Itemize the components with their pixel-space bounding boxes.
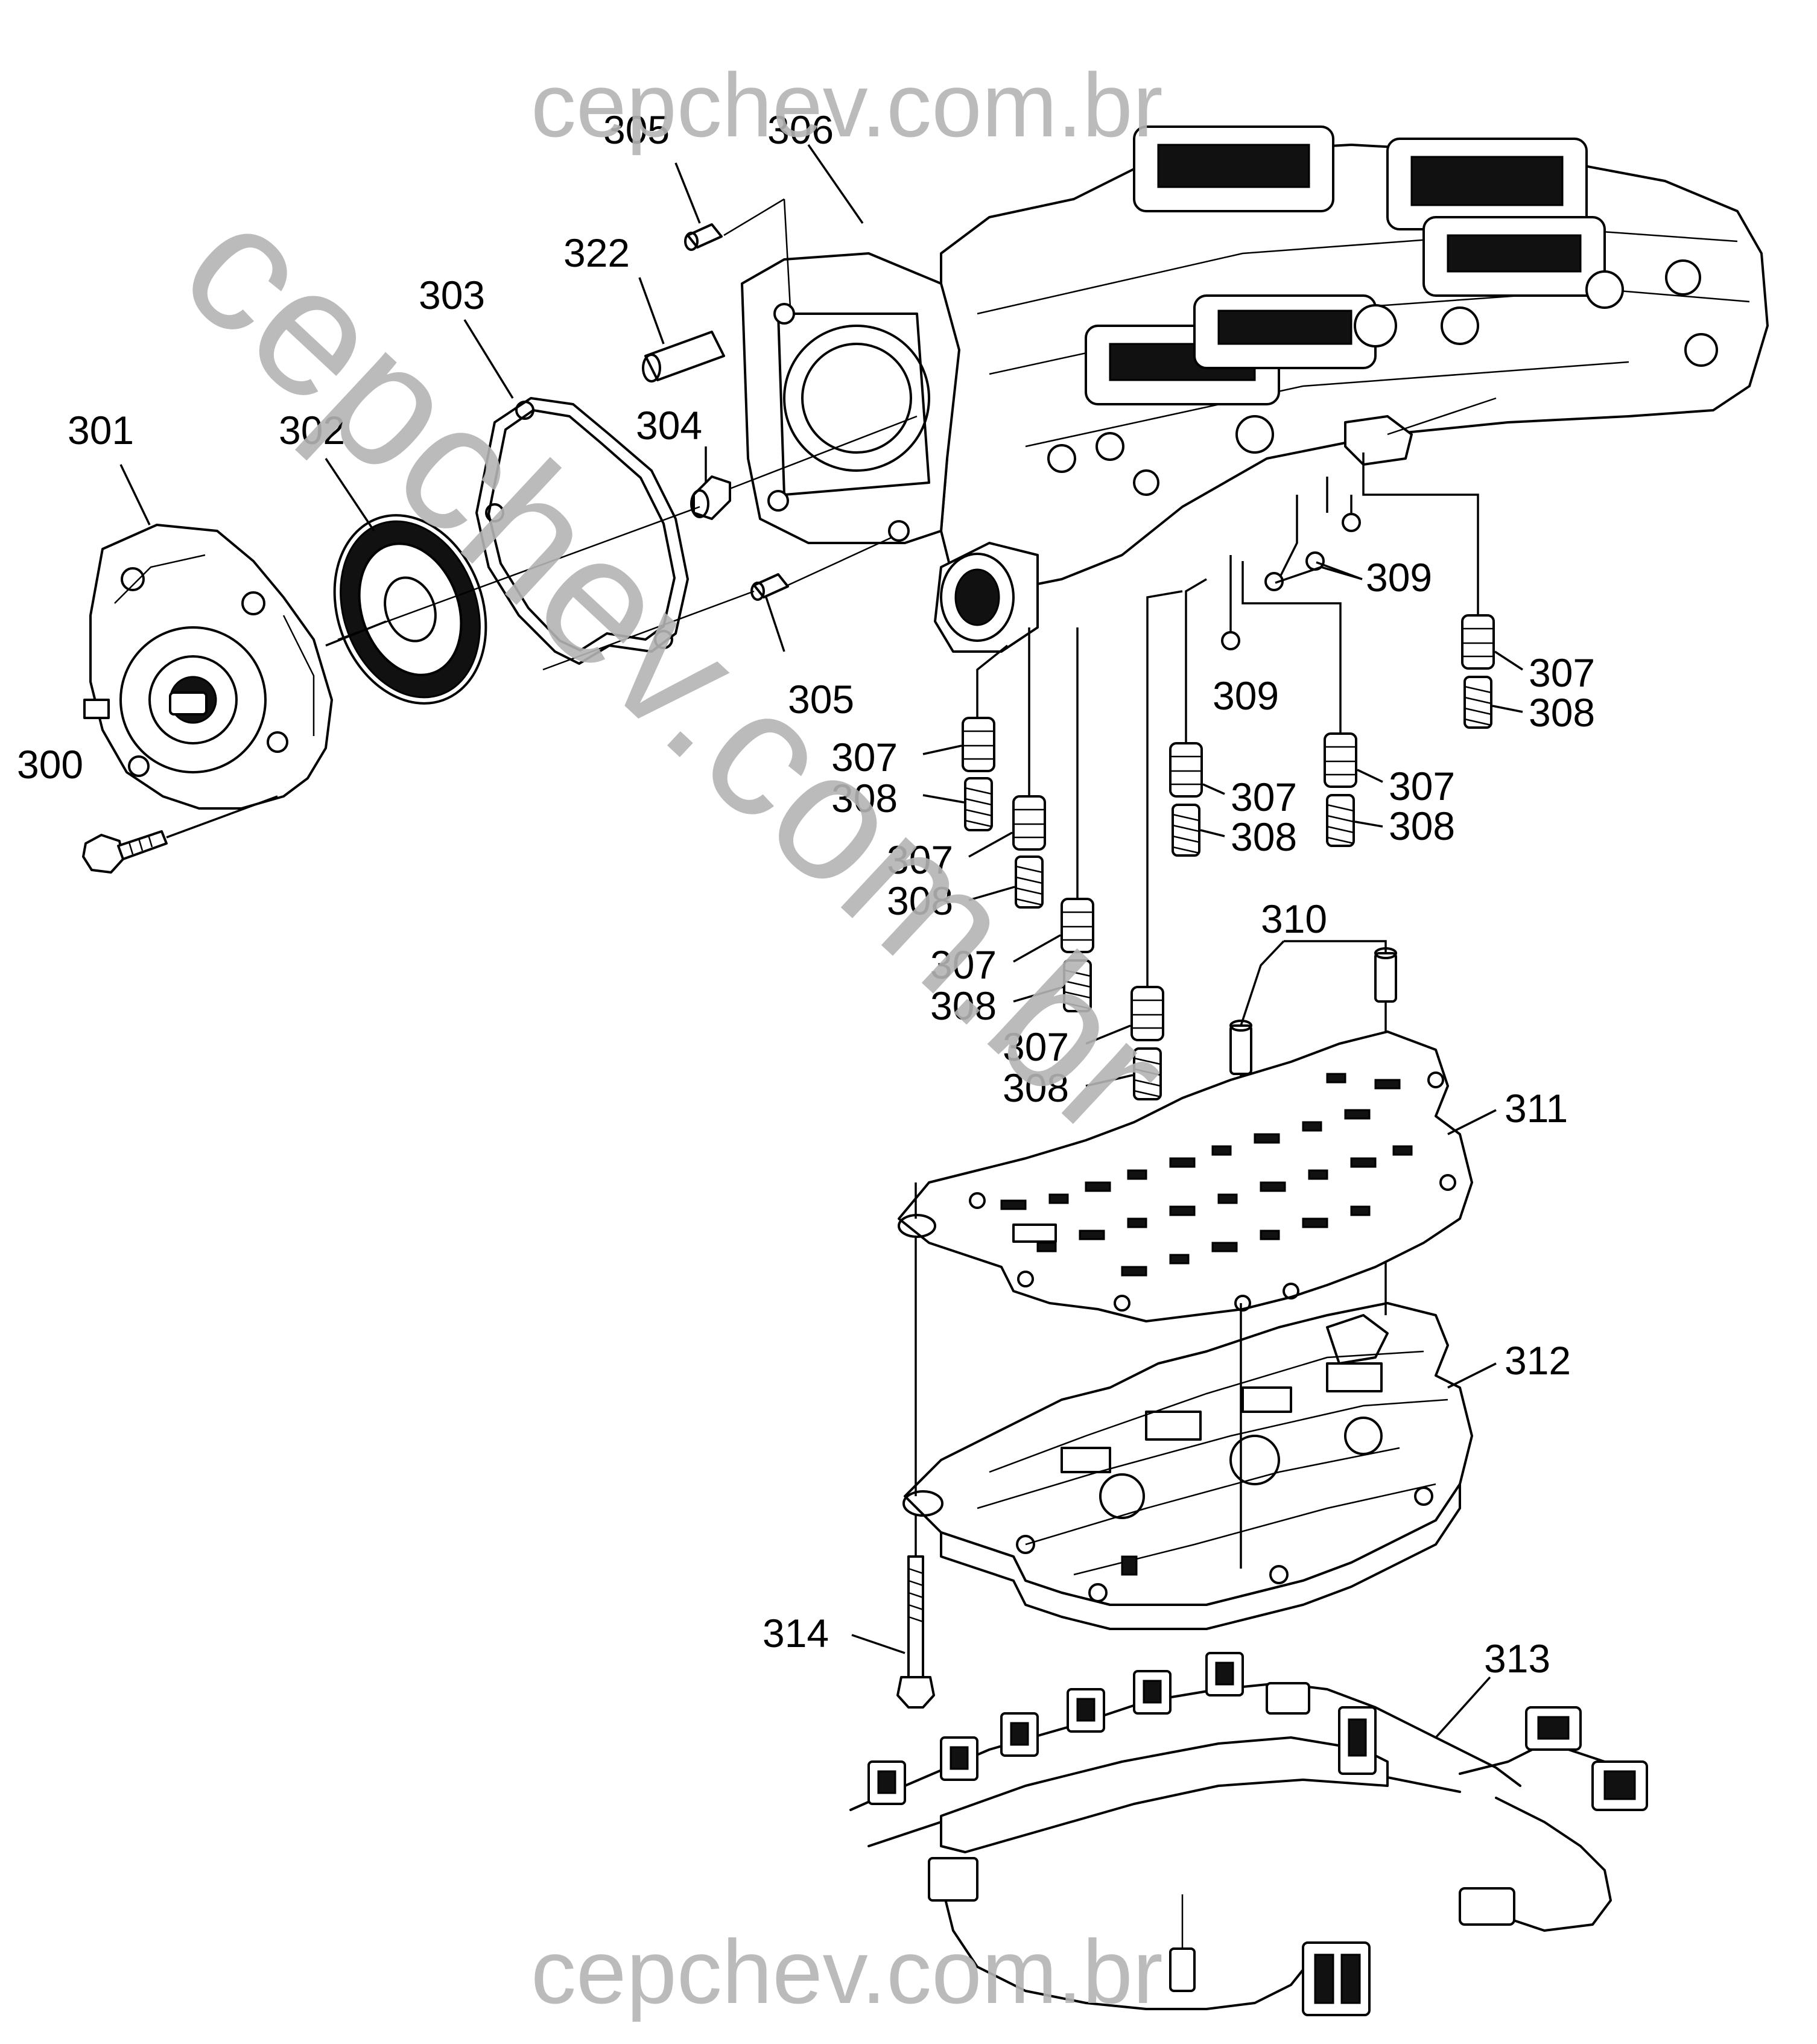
watermark-bottom: cepchev.com.br [531, 1921, 1163, 2022]
callout-labels: 300 301 302 303 304 305 305 306 322 307 … [17, 107, 1595, 1681]
callout-312: 312 [1505, 1338, 1571, 1383]
callout-307-e: 307 [1231, 775, 1297, 819]
callout-307-f: 307 [1389, 764, 1455, 808]
pump-cover [83, 524, 333, 810]
spring-308a [964, 777, 993, 831]
valve-307b [1012, 795, 1046, 851]
callout-305-top: 305 [603, 107, 670, 152]
callout-305-bottom: 305 [788, 677, 854, 722]
dowel-pins [1229, 947, 1397, 1303]
callout-307-c: 307 [930, 942, 997, 987]
valve-body-assembly [741, 125, 1769, 653]
harness-connectors [867, 1652, 1648, 2016]
callout-304: 304 [636, 403, 702, 448]
callout-310: 310 [1261, 897, 1327, 941]
bushing-and-pins [642, 223, 789, 601]
spring-308b [1015, 855, 1044, 909]
callout-313: 313 [1484, 1636, 1550, 1681]
spring-308d [1133, 1047, 1162, 1100]
callout-314: 314 [763, 1611, 829, 1655]
alignment-lines [337, 198, 918, 671]
pump-bolt [82, 795, 278, 874]
callout-308-e: 308 [1231, 814, 1297, 859]
callout-311: 311 [1505, 1086, 1568, 1131]
lower-valve-body [902, 1261, 1473, 1630]
valve-body-bolt [851, 1182, 935, 1709]
callout-308-b: 308 [887, 878, 953, 923]
callout-308-d: 308 [1003, 1065, 1069, 1110]
valve-307a [962, 717, 995, 772]
pump-gasket [475, 397, 689, 665]
spring-308f [1326, 794, 1355, 847]
valve-307g [1461, 614, 1495, 670]
callout-306: 306 [767, 107, 834, 152]
callout-308-f: 308 [1389, 804, 1455, 848]
callout-300: 300 [17, 742, 83, 787]
callout-303: 303 [419, 273, 485, 317]
spacer-plate [898, 1030, 1473, 1322]
callout-322: 322 [563, 230, 630, 275]
spacer-plate-holes [969, 1071, 1456, 1312]
callout-308-a: 308 [831, 776, 898, 820]
callout-309-right: 309 [1366, 555, 1432, 600]
watermark-top: cepchev.com.br [531, 54, 1163, 156]
callout-leaders [119, 144, 1523, 1739]
callout-302: 302 [279, 408, 345, 452]
spring-308c [1063, 959, 1092, 1012]
valve-307f [1324, 732, 1357, 788]
callout-307-g: 307 [1529, 650, 1595, 695]
callout-308-c: 308 [930, 983, 997, 1028]
callout-307-a: 307 [831, 735, 898, 779]
callout-307-d: 307 [1003, 1024, 1069, 1069]
callout-301: 301 [68, 408, 134, 452]
spring-308e [1172, 804, 1200, 857]
valve-307e [1169, 742, 1203, 798]
callout-307-b: 307 [887, 837, 953, 882]
pump-rotor [325, 514, 487, 705]
wiring-harness [849, 1652, 1648, 2016]
callout-309-center: 309 [1213, 673, 1279, 718]
spring-308g [1463, 676, 1492, 729]
callout-308-g: 308 [1529, 690, 1595, 735]
